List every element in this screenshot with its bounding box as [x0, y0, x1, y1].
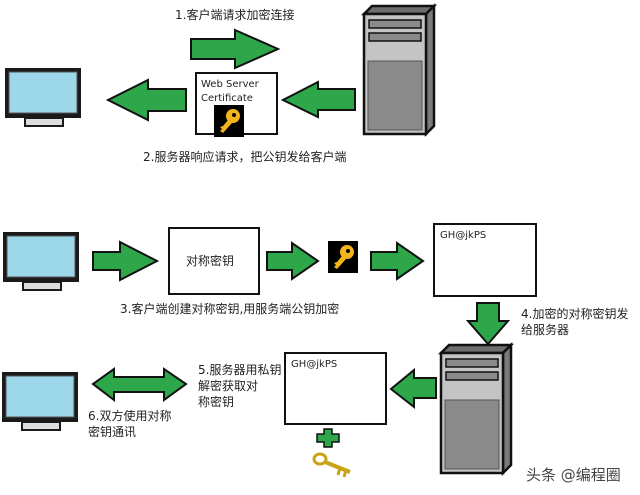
double-arrow-communication [91, 367, 188, 403]
certificate-text-line2: Certificate [201, 93, 253, 104]
step2-label: 2.服务器响应请求，把公钥发给客户端 [143, 150, 347, 164]
private-key-icon [312, 452, 351, 478]
arrow-left-decrypt [389, 367, 437, 410]
step5-label-line1: 5.服务器用私钥 [198, 363, 282, 377]
server-icon-2 [439, 343, 513, 475]
arrow-right-encrypt [266, 241, 320, 281]
step6-label-line2: 密钥通讯 [88, 425, 137, 439]
client-computer-icon-2 [2, 231, 80, 291]
public-key-icon-2 [328, 241, 358, 273]
plus-icon [316, 428, 340, 448]
decrypted-box [284, 352, 387, 425]
symmetric-key-box [168, 227, 260, 295]
step5-label-line3: 称密钥 [198, 395, 235, 409]
arrow-down-to-server [465, 302, 511, 346]
arrow-left-from-server [280, 80, 356, 119]
public-key-icon [214, 105, 244, 137]
step5-label-line2: 解密获取对 [198, 379, 259, 393]
arrow-right-request [190, 28, 281, 70]
client-computer-icon-3 [1, 371, 79, 431]
step6-label-line1: 6.双方使用对称 [88, 409, 172, 423]
arrow-left-to-client [105, 78, 187, 122]
certificate-text-line1: Web Server [201, 79, 259, 90]
step4-label-line1: 4.加密的对称密钥发 [521, 307, 629, 321]
encrypted-key-box [433, 223, 537, 297]
encrypted-text-1: GH@jkPS [440, 230, 487, 241]
step1-label: 1.客户端请求加密连接 [175, 8, 295, 22]
arrow-right-encrypted [370, 241, 425, 281]
watermark: 头条 @编程圈 [526, 466, 621, 484]
step4-label-line2: 给服务器 [521, 323, 570, 337]
encrypted-text-2: GH@jkPS [291, 359, 338, 370]
client-computer-icon [4, 67, 82, 127]
arrow-right-create-key [92, 240, 160, 282]
symmetric-key-text: 对称密钥 [186, 254, 235, 268]
step3-label: 3.客户端创建对称密钥,用服务端公钥加密 [120, 302, 340, 316]
server-icon [362, 4, 436, 136]
